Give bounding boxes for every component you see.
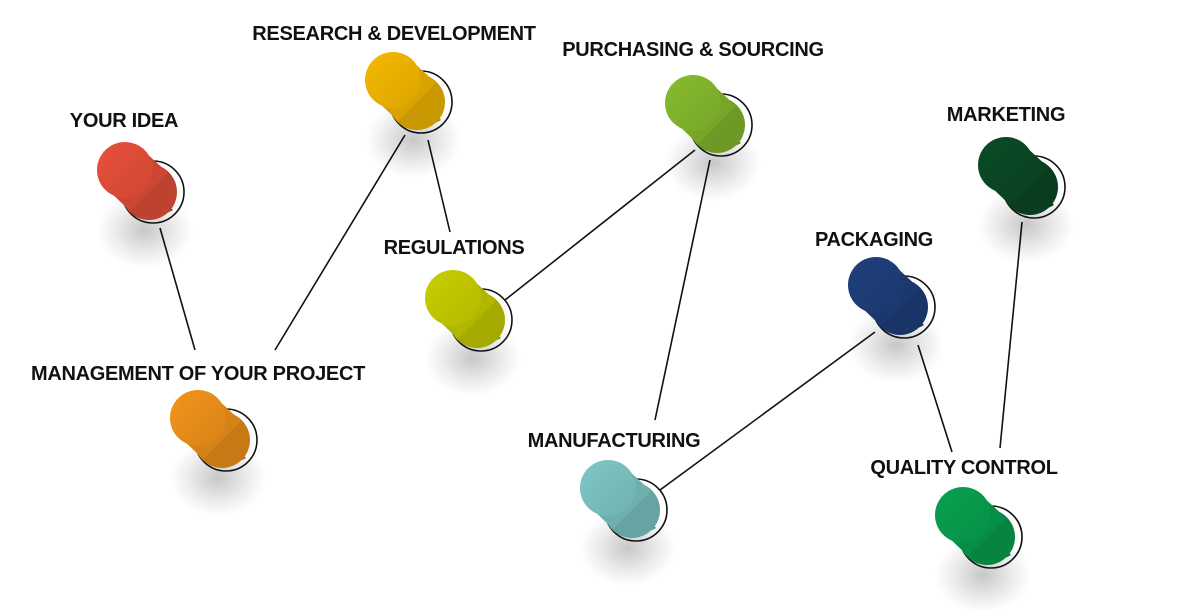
pin-packaging	[848, 257, 944, 383]
pin-head-shade	[978, 137, 1034, 193]
pin-head-shade	[170, 390, 226, 446]
label-your-idea: YOUR IDEA	[70, 110, 178, 132]
pin-head-shade	[425, 270, 481, 326]
label-packaging: PACKAGING	[815, 229, 933, 251]
pin-head-shade	[935, 487, 991, 543]
connector-regulations-to-purchasing-sourcing	[504, 149, 696, 301]
pin-head-shade	[580, 460, 636, 516]
pin-purchasing-sourcing	[665, 75, 761, 201]
label-research-development: RESEARCH & DEVELOPMENT	[252, 23, 536, 45]
labels: YOUR IDEA RESEARCH & DEVELOPMENT REGULATIO…	[31, 23, 1066, 479]
pin-management	[170, 390, 266, 516]
pin-marketing	[978, 137, 1074, 263]
label-management: MANAGEMENT OF YOUR PROJECT	[31, 363, 365, 385]
label-quality-control: QUALITY CONTROL	[870, 457, 1057, 479]
connector-purchasing-sourcing-to-manufacturing	[654, 159, 711, 421]
label-regulations: REGULATIONS	[384, 237, 525, 259]
pin-quality-control	[935, 487, 1031, 609]
label-marketing: MARKETING	[947, 104, 1065, 126]
pin-head-shade	[665, 75, 721, 131]
pin-head-shade	[848, 257, 904, 313]
pin-research-development	[365, 52, 461, 178]
pin-manufacturing	[580, 460, 676, 586]
pin-regulations	[425, 270, 521, 396]
connector-manufacturing-to-packaging	[659, 331, 876, 491]
pin-head-shade	[365, 52, 421, 108]
label-manufacturing: MANUFACTURING	[528, 430, 701, 452]
pin-head-shade	[97, 142, 153, 198]
label-purchasing-sourcing: PURCHASING & SOURCING	[562, 39, 824, 61]
pins	[97, 52, 1074, 609]
connector-management-to-research-development	[274, 134, 406, 351]
pin-your-idea	[97, 142, 193, 268]
